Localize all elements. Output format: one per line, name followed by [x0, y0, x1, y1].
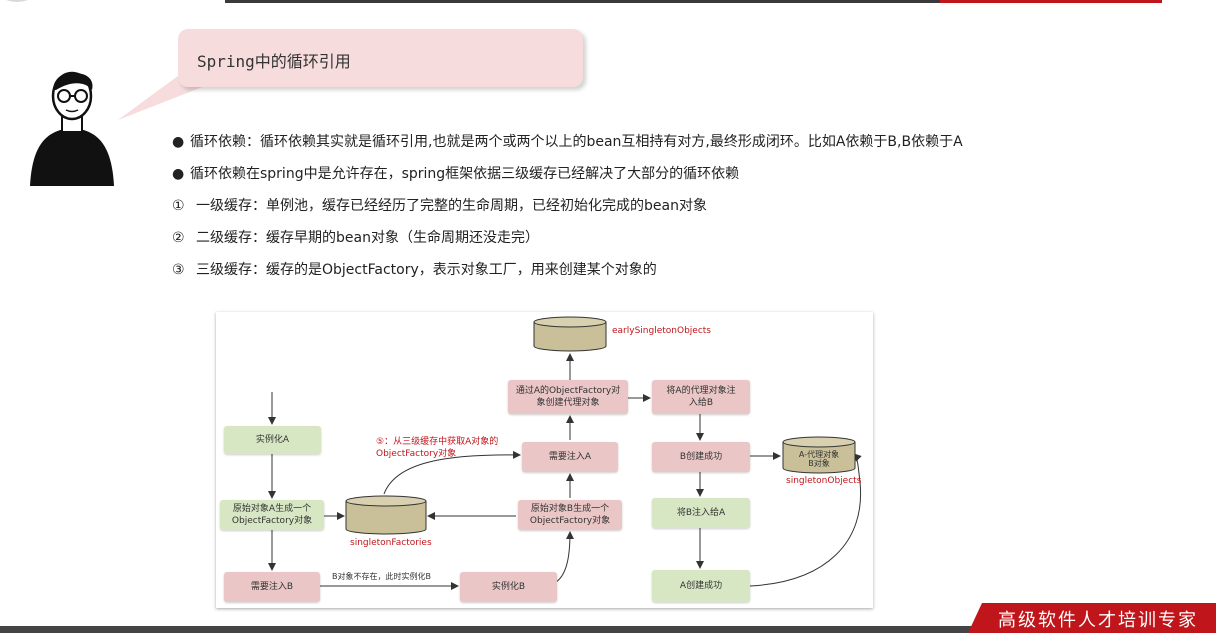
footer-brand-badge [968, 603, 1216, 633]
node-inject-proxy-into-b: 将A的代理对象注 入给B [652, 380, 750, 414]
node-create-factory-a: 原始对象A生成一个 ObjectFactory对象 [220, 500, 324, 530]
early-singleton-objects-store-icon [533, 316, 607, 352]
label-singleton-factories: singletonFactories [350, 538, 432, 548]
node-instantiate-b: 实例化B [460, 572, 557, 602]
bullet-item: ●循环依赖：循环依赖其实就是循环引用,也就是两个或两个以上的bean互相持有对方… [172, 134, 963, 150]
annotation-b-not-exist: B对象不存在，此时实例化B [332, 572, 431, 581]
node-create-proxy: 通过A的ObjectFactory对 象创建代理对象 [508, 380, 628, 414]
diagram-connectors [268, 316, 862, 590]
node-b-created: B创建成功 [652, 442, 750, 472]
label-singleton-objects: singletonObjects [786, 476, 862, 486]
bullet-item: ●循环依赖在spring中是允许存在，spring框架依据三级缓存已经解决了大部… [172, 166, 740, 182]
arrow-instantiate-b-to-factory-b [555, 531, 574, 583]
page-title: Spring中的循环引用 [197, 52, 351, 71]
label-early-singleton-objects: earlySingletonObjects [612, 326, 711, 336]
node-a-created: A创建成功 [652, 570, 750, 602]
circular-dependency-diagram: 实例化A 原始对象A生成一个 ObjectFactory对象 需要注入B 实例化… [216, 312, 873, 608]
top-divider-accent [940, 0, 1162, 3]
singleton-objects-contents: A-代理对象 B对象 [798, 450, 840, 468]
footer-brand-text: 高级软件人才培训专家 [998, 610, 1198, 631]
node-inject-b-into-a: 将B注入给A [652, 498, 750, 528]
node-inject-a: 需要注入A [522, 442, 618, 472]
presenter-avatar-icon [30, 71, 114, 186]
arrow-step5-get-factory [383, 450, 521, 495]
singleton-factories-store-icon [345, 495, 427, 535]
annotation-step5: ⑤：从三级缓存中获取A对象的 ObjectFactory对象 [376, 437, 499, 459]
node-create-factory-b: 原始对象B生成一个 ObjectFactory对象 [518, 500, 622, 530]
singleton-objects-store-icon [782, 436, 856, 474]
top-divider [225, 0, 940, 3]
corner-decoration [0, 0, 40, 2]
bullet-dot-icon: ● [172, 166, 185, 182]
arrow-a-created-to-singleton-objects [749, 453, 862, 587]
speech-bubble [178, 29, 583, 87]
node-inject-b: 需要注入B [224, 572, 320, 602]
bullet-dot-icon: ● [172, 134, 185, 150]
footer-bar [0, 626, 1216, 633]
node-instantiate-a: 实例化A [224, 426, 321, 454]
